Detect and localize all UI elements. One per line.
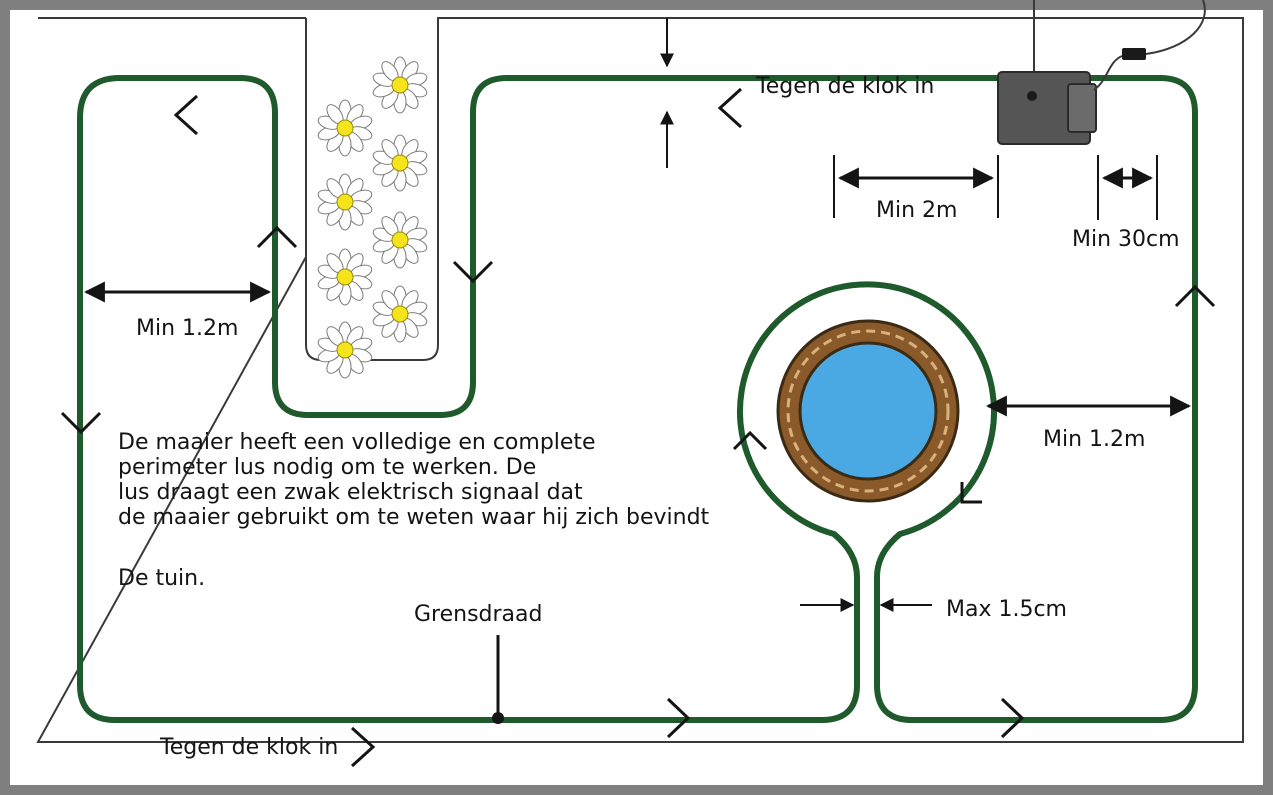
explanation-text: De maaier heeft een volledige en complet… — [118, 430, 709, 591]
boundary-wire-pointer — [492, 635, 504, 724]
label-direction-bottom: Tegen de klok in — [160, 735, 339, 760]
perimeter-wire-loop — [77, 75, 1198, 723]
label-min-2m: Min 2m — [876, 198, 958, 223]
dimension-min-30cm — [1097, 155, 1158, 220]
label-boundary-wire: Grensdraad — [414, 602, 543, 627]
charging-station-icon — [997, 0, 1206, 145]
note-line: lus draagt een zwak elektrisch signaal d… — [118, 480, 583, 505]
note-line: de maaier gebruikt om te weten waar hij … — [118, 505, 710, 530]
direction-chevrons — [60, 87, 1216, 768]
label-min-30cm: Min 30cm — [1072, 227, 1180, 252]
pond-icon — [776, 319, 960, 503]
label-min-1-2m-right: Min 1.2m — [1043, 427, 1146, 452]
label-min-1-2m-left: Min 1.2m — [136, 316, 239, 341]
dimension-min-2m — [833, 155, 999, 218]
note-line: De maaier heeft een volledige en complet… — [118, 430, 596, 455]
note-line: perimeter lus nodig om te werken. De — [118, 455, 537, 480]
note-line: De tuin. — [118, 566, 206, 591]
label-direction-top: Tegen de klok in — [756, 74, 935, 99]
garden-edge — [36, 17, 1244, 743]
label-max-1-5cm: Max 1.5cm — [946, 597, 1067, 622]
